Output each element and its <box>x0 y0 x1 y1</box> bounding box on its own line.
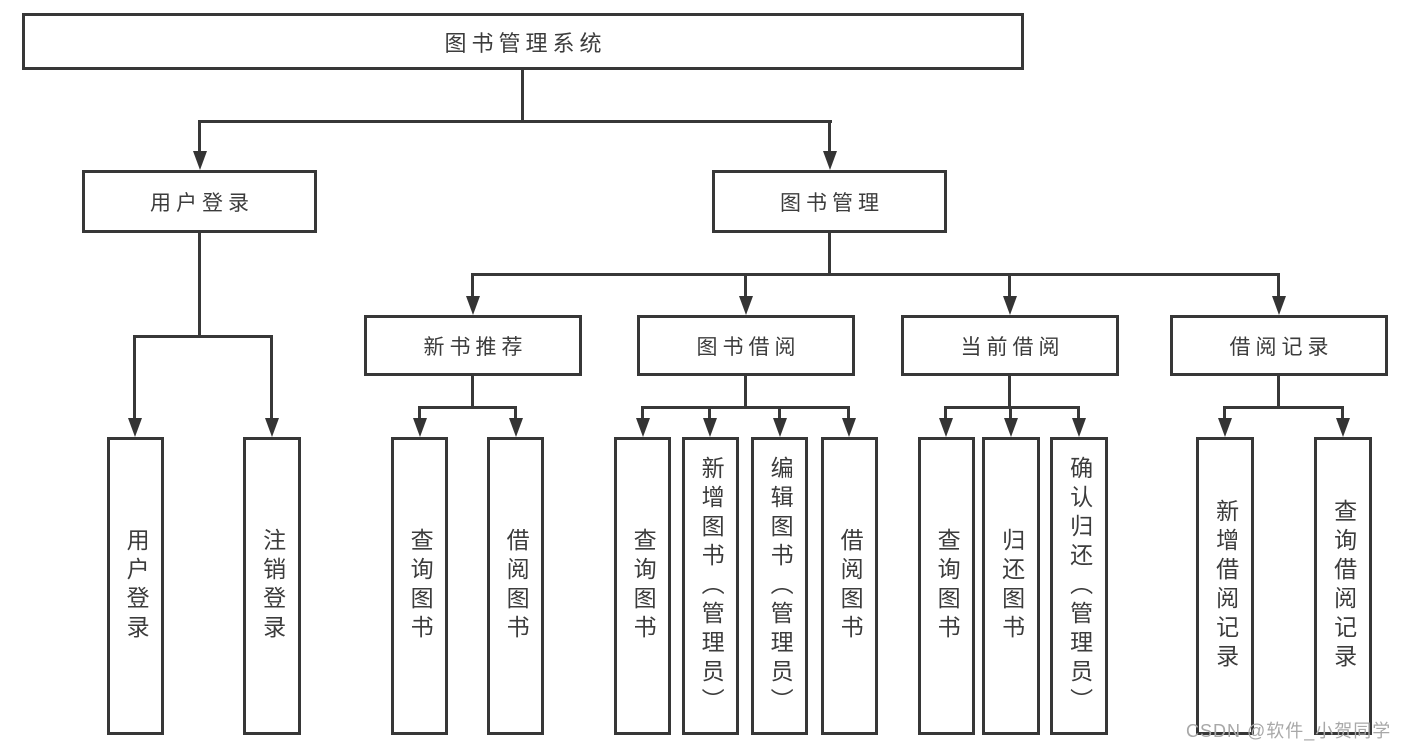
arrow-down-icon <box>773 418 787 437</box>
node-new-book-recommendation: 新书推荐 <box>364 315 582 376</box>
node-current-borrowing: 当前借阅 <box>901 315 1119 376</box>
connector-line <box>778 406 781 420</box>
arrow-down-icon <box>265 418 279 437</box>
connector-line <box>828 120 831 153</box>
connector-line <box>514 406 517 420</box>
leaf-user-login: 用户登录 <box>107 437 164 735</box>
connector-line <box>1077 406 1080 420</box>
leaf-confirm-return-admin: 确认归还（管理员） <box>1050 437 1108 735</box>
connector-line <box>471 273 1280 276</box>
connector-line <box>708 406 711 420</box>
leaf-edit-books-admin: 编辑图书（管理员） <box>751 437 808 735</box>
arrow-down-icon <box>413 418 427 437</box>
arrow-down-icon <box>193 151 207 170</box>
arrow-down-icon <box>509 418 523 437</box>
node-library-management-system: 图书管理系统 <box>22 13 1024 70</box>
connector-line <box>944 406 1080 409</box>
node-user-login: 用户登录 <box>82 170 317 233</box>
leaf-logout: 注销登录 <box>243 437 301 735</box>
connector-line <box>1008 273 1011 298</box>
connector-line <box>270 335 273 420</box>
connector-line <box>1277 376 1280 409</box>
connector-line <box>828 233 831 276</box>
connector-line <box>198 120 832 123</box>
connector-line <box>744 376 747 409</box>
connector-line <box>641 406 644 420</box>
arrow-down-icon <box>1072 418 1086 437</box>
connector-line <box>133 335 273 338</box>
connector-line <box>641 406 850 409</box>
arrow-down-icon <box>636 418 650 437</box>
connector-line <box>471 376 474 409</box>
leaf-borrow-books: 借阅图书 <box>821 437 878 735</box>
connector-line <box>198 120 201 153</box>
leaf-borrow-books-recommend: 借阅图书 <box>487 437 544 735</box>
connector-line <box>418 406 517 409</box>
arrow-down-icon <box>1004 418 1018 437</box>
arrow-down-icon <box>1003 296 1017 315</box>
arrow-down-icon <box>703 418 717 437</box>
leaf-query-books-current: 查询图书 <box>918 437 975 735</box>
arrow-down-icon <box>939 418 953 437</box>
arrow-down-icon <box>1272 296 1286 315</box>
node-book-borrowing: 图书借阅 <box>637 315 855 376</box>
arrow-down-icon <box>1218 418 1232 437</box>
connector-line <box>1008 376 1011 409</box>
leaf-query-books-borrowing: 查询图书 <box>614 437 671 735</box>
leaf-add-books-admin: 新增图书（管理员） <box>682 437 739 735</box>
node-book-management: 图书管理 <box>712 170 947 233</box>
connector-line <box>1009 406 1012 420</box>
arrow-down-icon <box>1336 418 1350 437</box>
node-borrowing-records: 借阅记录 <box>1170 315 1388 376</box>
leaf-return-books: 归还图书 <box>982 437 1040 735</box>
leaf-query-borrow-record: 查询借阅记录 <box>1314 437 1372 735</box>
arrow-down-icon <box>823 151 837 170</box>
arrow-down-icon <box>842 418 856 437</box>
leaf-add-borrow-record: 新增借阅记录 <box>1196 437 1254 735</box>
connector-line <box>744 273 747 298</box>
connector-line <box>1277 273 1280 298</box>
connector-line <box>521 70 524 122</box>
watermark: CSDN @软件_小贺同学 <box>1186 721 1392 741</box>
arrow-down-icon <box>128 418 142 437</box>
connector-line <box>133 335 136 420</box>
connector-line <box>418 406 421 420</box>
connector-line <box>1223 406 1344 409</box>
connector-line <box>471 273 474 298</box>
leaf-query-books-recommend: 查询图书 <box>391 437 448 735</box>
arrow-down-icon <box>739 296 753 315</box>
connector-line <box>1341 406 1344 420</box>
connector-line <box>1223 406 1226 420</box>
connector-line <box>944 406 947 420</box>
arrow-down-icon <box>466 296 480 315</box>
connector-line <box>198 233 201 338</box>
connector-line <box>847 406 850 420</box>
